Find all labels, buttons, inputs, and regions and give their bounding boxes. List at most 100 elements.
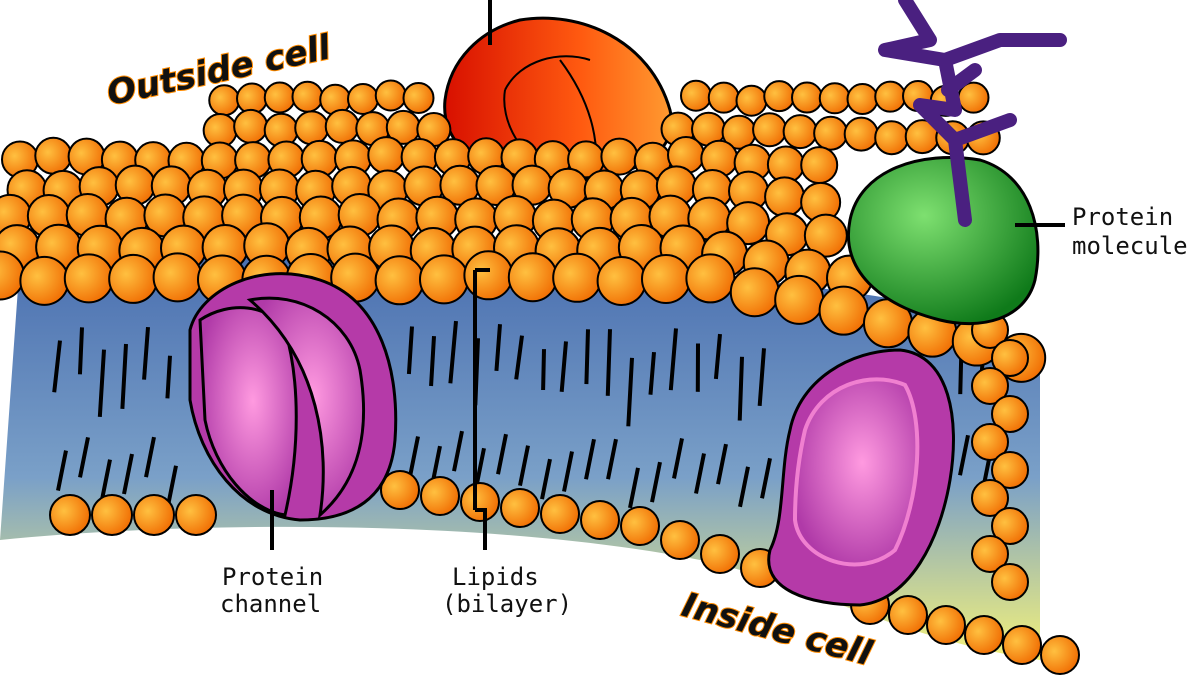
lipid-head [63,253,114,304]
lipid-head [233,108,269,144]
lipid-head [764,176,806,218]
lipid-head [813,115,849,151]
lipids-label-2: (bilayer) [442,590,572,618]
lipid-tail [737,356,750,508]
lipid-head [800,146,839,185]
lipid-tail [494,324,508,475]
lipid-tail [540,349,552,500]
lipids-label-1: Lipids [452,563,539,591]
lipid-head [707,81,740,114]
lipid-head [991,451,1029,489]
protein-molecule [847,0,1067,326]
protein-channel-label-1: Protein [222,563,323,591]
lipid-head [108,253,159,304]
carbohydrate-chain [878,0,1067,227]
lipid-head [791,81,823,114]
lipid-head [888,595,928,635]
lipid-head [685,253,736,304]
lipid-head [843,116,879,152]
lipid-tail [584,329,596,480]
lipid-head [660,520,700,560]
lipid-head [971,423,1009,461]
lipid-head [540,494,580,534]
lipid-head [552,252,603,303]
lipid-head [291,80,324,113]
integral-protein [767,348,955,607]
protein-molecule-label-1: Protein [1072,203,1173,231]
lipid-head [294,110,330,146]
protein-channel [188,272,398,550]
lipid-tail [668,328,684,479]
lipid-head [133,494,175,536]
lipid-head [846,83,879,116]
lipid-head [596,255,647,306]
lipid-head [1002,625,1042,665]
protein-channel-label-2: channel [220,590,321,618]
lipid-head [680,79,712,112]
lipid-tail [120,343,134,495]
lipid-head [818,285,869,336]
lipid-tail [626,357,640,509]
lipid-tail [406,326,420,477]
lipid-head [874,120,910,156]
lipid-heads [0,79,1080,675]
lipid-head [763,80,796,113]
lipid-head [49,494,91,536]
lipid-tail [142,326,156,478]
lipid-head [19,255,70,306]
lipid-head [991,395,1029,433]
lipid-head [91,494,133,536]
lipid-head [735,84,768,117]
lipid-tail [448,320,464,472]
lipid-head [729,267,780,318]
lipid-head [1040,635,1080,675]
lipid-head [580,500,620,540]
lipid-head [324,108,360,144]
lipid-tail [97,349,112,500]
lipid-head [641,253,691,304]
lipid-head [774,274,825,325]
protein-molecule-label-2: molecule [1072,232,1188,260]
lipid-head [971,479,1009,517]
lipid-tail [648,351,662,503]
lipid-head [752,112,788,148]
lipid-tail [559,341,574,492]
lipid-head [152,252,203,303]
lipid-head [782,114,818,150]
lipid-head [971,367,1009,405]
lipid-head [803,213,848,258]
lipid-head [420,476,460,516]
lipid-head [991,563,1029,601]
lipid-head [991,507,1029,545]
lipid-head [507,252,558,303]
lipid-head [818,82,851,115]
lipid-tails [52,320,992,509]
lipid-tail [514,335,530,486]
lipid-head [34,136,73,175]
lipid-head [600,137,639,176]
lipid-tail [77,327,90,478]
lipid-tail [694,343,706,494]
lipid-head [380,470,420,510]
lipid-head [874,80,907,113]
lipid-head [175,494,217,536]
lipid-head [347,82,379,115]
lipid-head [374,79,407,112]
lipid-head [620,506,660,546]
lipid-tail [52,340,68,491]
lipid-head [460,482,500,522]
lipid-head [463,250,514,301]
lipid-head [964,615,1004,655]
lipid-head [263,81,296,114]
lipid-head [700,534,740,574]
lipid-head [971,535,1009,573]
lipid-head [419,254,469,305]
lipid-tail [713,333,728,485]
lipid-head [500,488,540,528]
lipid-tail [165,355,178,507]
lipid-head [926,605,966,645]
lipid-head [991,339,1029,377]
lipid-head [402,81,435,114]
lipid-head [374,255,425,306]
